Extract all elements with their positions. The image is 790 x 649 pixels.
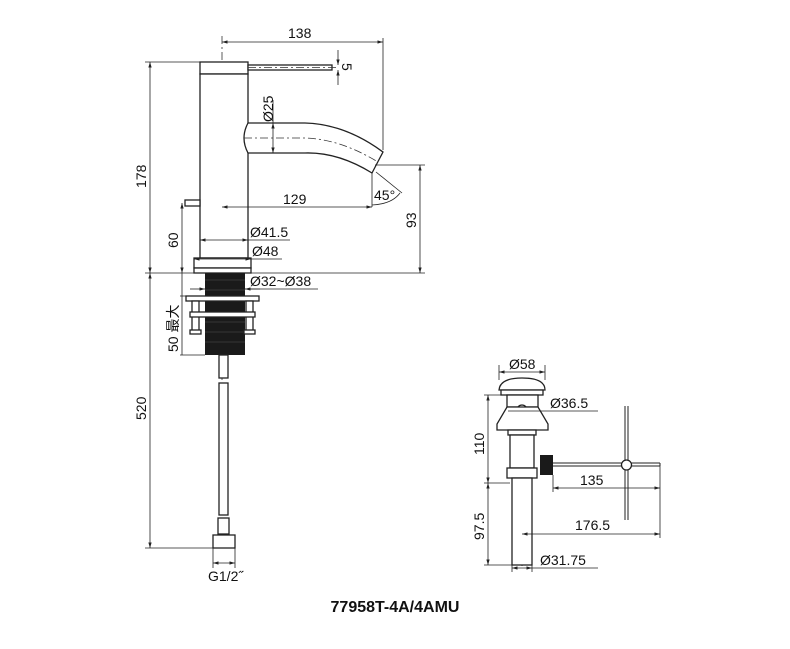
faucet-side-view	[184, 36, 384, 549]
mounting-washer	[185, 295, 260, 302]
drain-body	[509, 434, 535, 469]
dim-hose-length: 520	[133, 396, 149, 420]
hose-nut	[212, 534, 236, 549]
dim-rod-length: 176.5	[575, 517, 610, 533]
faucet-body	[199, 73, 249, 259]
dim-flange-diameter: Ø36.5	[550, 395, 588, 411]
dim-cap-diameter: Ø58	[509, 356, 536, 372]
pop-up-button	[184, 199, 201, 207]
rod-clip	[620, 459, 633, 471]
model-title: 77958T-4A/4AMU	[331, 599, 460, 616]
drain-cap	[498, 377, 546, 391]
drain-dimensions: Ø58 Ø36.5 110 97.5 135 176.5 Ø31.75	[471, 356, 661, 572]
dim-tail-diameter: Ø31.75	[540, 552, 586, 568]
dim-spout-diameter: Ø25	[260, 95, 276, 122]
handle-cap	[199, 61, 249, 75]
dim-connection: G1/2˝	[208, 568, 244, 584]
dim-base-diameter: Ø48	[252, 243, 279, 259]
dim-overall-reach: 138	[288, 25, 312, 41]
dim-max-deck-thickness: 50 最大	[165, 305, 181, 352]
base-plate	[193, 257, 252, 269]
dim-spout-reach: 129	[283, 191, 307, 207]
dim-spout-angle: 45°	[374, 187, 395, 203]
dim-height: 178	[133, 164, 149, 188]
tailpiece	[511, 477, 533, 566]
dim-hole-diameter: Ø32~Ø38	[250, 273, 311, 289]
dim-handle-thickness: 5	[339, 63, 355, 71]
pop-up-drain	[496, 377, 661, 566]
faucet-dimensions: 138 5 Ø25 178 93 129 45° 60 Ø41.5 Ø48 Ø3…	[133, 25, 425, 584]
dim-rod-distance: 135	[580, 472, 604, 488]
dim-spout-height: 93	[403, 212, 419, 228]
supply-hose	[218, 382, 229, 516]
pivot-nut	[540, 455, 553, 475]
dim-upper-height: 110	[471, 432, 487, 455]
dim-lower-height: 97.5	[471, 513, 487, 540]
dim-button-height: 60	[165, 232, 181, 248]
dim-body-diameter: Ø41.5	[250, 224, 288, 240]
spout	[243, 122, 384, 174]
